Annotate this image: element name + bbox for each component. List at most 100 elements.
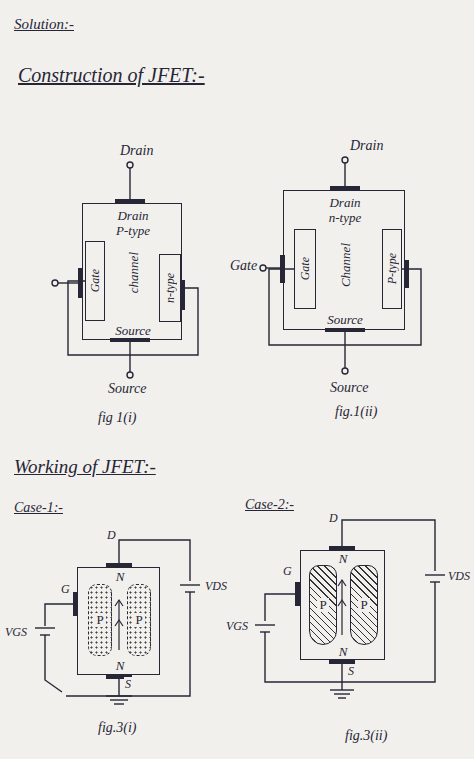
drawing-stroke: [118, 679, 119, 696]
node-text: P: [358, 598, 369, 612]
figure-caption: fig.1(ii): [335, 404, 377, 420]
drawing-stroke: [338, 697, 346, 698]
node-text: N: [115, 658, 126, 673]
terminal-label: Drain: [120, 143, 153, 159]
terminal-label-text: S: [347, 664, 355, 678]
voltage-label: VGS: [225, 620, 249, 634]
drawing-stroke: [180, 584, 200, 585]
drawing-stroke: [338, 600, 346, 606]
drawing-stroke: [341, 580, 342, 635]
terminal-label: Source: [330, 380, 368, 396]
node-text: P-type: [116, 223, 150, 238]
drawing-stroke: [118, 600, 119, 650]
gate-region: P-type: [382, 229, 402, 309]
drawing-stroke: [338, 580, 346, 635]
node-text: n-type: [164, 273, 177, 303]
figure-caption: fig 1(i): [98, 410, 137, 426]
drawing-stroke: [52, 280, 58, 286]
terminal-label-text: Source: [330, 380, 368, 395]
drawing-stroke: [35, 157, 445, 704]
node-text: P: [94, 613, 105, 627]
node-text: Drain: [117, 208, 148, 223]
terminal-label: S: [124, 678, 132, 692]
figure-caption: fig.3(i): [98, 720, 137, 736]
voltage-label: VDS: [204, 580, 228, 594]
depletion-region: P: [350, 565, 378, 645]
voltage-label-text: VDS: [204, 579, 228, 593]
voltage-label-text: VDS: [447, 569, 471, 583]
voltage-label-text: VGS: [225, 619, 249, 633]
drawing-stroke: [35, 627, 55, 628]
terminal-label: Source: [108, 381, 146, 397]
drawing-stroke: [110, 699, 128, 700]
drawing-stroke: [342, 520, 435, 571]
section-heading-text: Construction of JFET:-: [18, 64, 205, 86]
terminal-label: G: [282, 565, 293, 579]
case-heading-text: Case-1:-: [14, 500, 63, 515]
figure-caption-text: fig 1(i): [98, 410, 137, 425]
drawing-stroke: [106, 695, 132, 696]
drawing-stroke: [115, 600, 123, 650]
drawing-stroke: [45, 635, 62, 692]
node-text: N: [338, 644, 349, 659]
figure-caption-text: fig.3(i): [98, 720, 137, 735]
drawing-stroke: [45, 604, 73, 626]
drawing-stroke: [127, 372, 133, 378]
terminal-label: G: [60, 583, 71, 597]
case-heading: Case-2:-: [245, 497, 294, 513]
jfet-body: DrainP-type channelSource Gate n-type: [82, 203, 182, 340]
drawing-stroke: [344, 332, 345, 368]
drawing-stroke: [342, 368, 348, 374]
drawing-stroke: [265, 594, 295, 621]
drawing-stroke: [325, 328, 365, 332]
terminal-label-text: G: [60, 582, 71, 596]
drawing-stroke: [73, 186, 409, 679]
gate-region: Gate: [294, 229, 316, 309]
terminal-label-text: D: [328, 511, 339, 525]
figure-caption-text: fig.1(ii): [335, 404, 377, 419]
case-heading: Case-1:-: [14, 500, 63, 516]
section-heading-text: Working of JFET:-: [14, 456, 156, 477]
drawing-stroke: [127, 162, 133, 168]
section-heading: Working of JFET:-: [14, 456, 156, 478]
terminal-label-text: G: [282, 564, 293, 578]
terminal-label-text: D: [106, 528, 117, 542]
terminal-label-text: Source: [108, 381, 146, 396]
jfet-body: NNPP: [300, 550, 385, 660]
drawing-stroke: [338, 580, 346, 586]
section-heading: Construction of JFET:-: [18, 64, 205, 87]
node-text: channel: [126, 252, 141, 293]
drawing-stroke: [425, 574, 445, 575]
drawing-stroke: [255, 624, 275, 625]
page-title: Solution:-: [14, 16, 74, 33]
drawing-stroke: [115, 600, 123, 606]
node-text: N: [338, 551, 349, 566]
node-text: N: [115, 569, 126, 584]
depletion-region: P: [309, 565, 337, 645]
node-text: Source: [115, 323, 151, 338]
figure-caption-text: fig.3(ii): [345, 728, 387, 743]
drawing-stroke: [129, 342, 130, 372]
drawing-stroke: [119, 540, 190, 581]
node-text: Source: [327, 312, 363, 327]
drawing-stroke: [330, 689, 354, 690]
drawing-stroke: [342, 157, 348, 163]
depletion-region: P: [127, 584, 151, 656]
voltage-label-text: VGS: [4, 625, 28, 639]
drawing-stroke: [110, 338, 150, 342]
drawing-stroke: [341, 664, 342, 690]
voltage-label: VGS: [4, 626, 28, 640]
drawing-stroke: [66, 695, 106, 696]
drawing-stroke: [260, 265, 266, 271]
terminal-label-text: Gate: [230, 258, 257, 273]
depletion-region: P: [88, 584, 112, 656]
terminal-label: D: [106, 529, 117, 543]
node-text: Gate: [89, 269, 102, 292]
gate-region: Gate: [85, 241, 105, 321]
node-text: Channel: [338, 243, 353, 287]
drawing-stroke: [344, 163, 345, 186]
terminal-label: S: [347, 665, 355, 679]
node-text: n-type: [329, 210, 361, 225]
